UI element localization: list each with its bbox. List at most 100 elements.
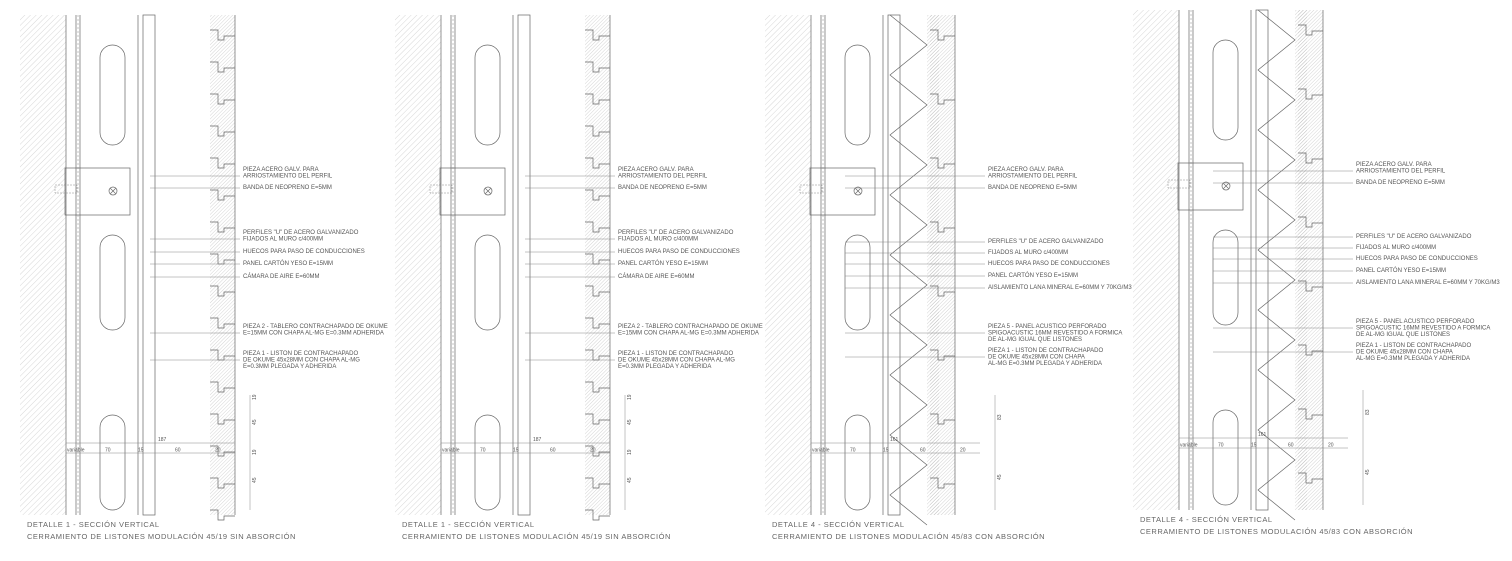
annotation-label: PIEZA 5 - PANEL ACUSTICO PERFORADO: [988, 324, 1107, 330]
bolt-icon: [1221, 181, 1231, 191]
dimension-label: variable: [442, 448, 460, 454]
annotation-label: PIEZA ACERO GALV. PARA: [988, 167, 1064, 173]
slat-notch: [585, 445, 610, 457]
dimension-label: 15: [513, 448, 519, 454]
annotation-label: DE AL-MG IGUAL QUE LISTONES: [1356, 332, 1450, 338]
annotation-label: PIEZA 1 - LISTON DE CONTRACHAPADO: [243, 351, 358, 357]
slat-notch: [1298, 408, 1323, 420]
conduit-hole: [1212, 229, 1239, 326]
slat-notch: [585, 285, 610, 297]
vertical-dimension-label: 45: [252, 419, 258, 425]
detail-subtitle: CERRAMIENTO DE LISTONES MODULACIÓN 45/19…: [27, 532, 296, 541]
slat-notch: [210, 509, 235, 521]
mineral-wool-insulation: [1257, 9, 1296, 521]
detail-title: DETALLE 4 - SECCIÓN VERTICAL: [772, 520, 905, 529]
drawing-layer: [20, 9, 1364, 526]
annotation-label: DE AL-MG IGUAL QUE LISTONES: [988, 337, 1082, 343]
steel-bracket: [1177, 162, 1244, 211]
annotation-label: SPIGOACUSTIC 16MM REVESTIDO A FORMICA: [988, 331, 1122, 337]
conduit-hole: [474, 234, 501, 331]
detail-panel-1: [20, 14, 251, 521]
annotation-label: AL-MG E=0.3MM PLEGADA Y ADHERIDA: [1356, 356, 1470, 362]
slat-notch: [585, 381, 610, 393]
conduit-hole: [844, 234, 871, 331]
detail-title: DETALLE 1 - SECCIÓN VERTICAL: [27, 520, 160, 529]
annotation-label: PIEZA 1 - LISTON DE CONTRACHAPADO: [618, 351, 733, 357]
slat-notch: [1298, 24, 1323, 36]
dimension-label: 20: [1328, 443, 1334, 449]
dimension-label: 15: [1251, 443, 1257, 449]
annotation-label: ARRIOSTAMIENTO DEL PERFIL: [1356, 169, 1446, 175]
detail-subtitle: CERRAMIENTO DE LISTONES MODULACIÓN 45/83…: [1140, 527, 1413, 536]
anchor-bolt: [54, 184, 78, 194]
masonry-wall: [20, 15, 66, 515]
annotation-label: PIEZA ACERO GALV. PARA: [1356, 162, 1432, 168]
dimension-total-label: 187: [158, 437, 167, 443]
dimension-label: 20: [960, 448, 966, 454]
bolt-icon: [853, 186, 863, 196]
annotation-label: HUECOS PARA PASO DE CONDUCCIONES: [618, 249, 740, 255]
conduit-hole: [99, 234, 126, 331]
dimension-label: 70: [480, 448, 486, 454]
slat-notch: [210, 189, 235, 201]
plasterboard-panel: [887, 14, 901, 516]
slat-notch: [210, 477, 235, 489]
slat-column: [1298, 10, 1323, 510]
vertical-dimension-label: 83: [997, 414, 1003, 420]
slat-notch: [585, 189, 610, 201]
conduit-hole: [474, 44, 501, 146]
annotation-label: BANDA DE NEOPRENO E=5MM: [243, 185, 332, 191]
vertical-dimension-label: 45: [627, 477, 633, 483]
mineral-wool-insulation: [889, 14, 928, 526]
annotation-label: E=0.3MM PLEGADA Y ADHERIDA: [243, 364, 336, 370]
vertical-dimension-label: 45: [997, 474, 1003, 480]
conduit-hole: [1212, 409, 1239, 506]
annotation-label: AISLAMIENTO LANA MINERAL E=60MM Y 70KG/M…: [988, 285, 1132, 291]
annotation-label: ARRIOSTAMIENTO DEL PERFIL: [618, 174, 708, 180]
slat-notch: [585, 125, 610, 137]
annotation-label: FIJADOS AL MURO c/400MM: [243, 237, 323, 243]
annotation-label: PERFILES "U" DE ACERO GALVANIZADO: [618, 230, 734, 236]
annotation-label: PERFILES "U" DE ACERO GALVANIZADO: [1356, 234, 1472, 240]
detail-panel-4: [1133, 9, 1364, 521]
annotation-label: DE OKUME 45x28MM CON CHAPA: [988, 355, 1085, 361]
slat-notch: [585, 413, 610, 425]
annotation-label: HUECOS PARA PASO DE CONDUCCIONES: [243, 249, 365, 255]
masonry-wall: [395, 15, 441, 515]
plasterboard-panel: [142, 14, 156, 516]
dimension-label: 15: [883, 448, 889, 454]
slat-notch: [210, 157, 235, 169]
slat-column: [585, 15, 610, 515]
slat-column: [210, 15, 235, 515]
annotation-label: PANEL CARTÓN YESO E=15MM: [1356, 267, 1446, 274]
bolt-icon: [108, 186, 118, 196]
dimension-label: 15: [138, 448, 144, 454]
dimension-label: variable: [812, 448, 830, 454]
annotation-label: DE OKUME 45x28MM CON CHAPA AL-MG: [243, 358, 360, 364]
annotation-label: DE OKUME 45x28MM CON CHAPA AL-MG: [618, 358, 735, 364]
slat-notch: [210, 381, 235, 393]
annotation-label: ARRIOSTAMIENTO DEL PERFIL: [243, 174, 333, 180]
detail-subtitle: CERRAMIENTO DE LISTONES MODULACIÓN 45/83…: [772, 532, 1045, 541]
annotation-label: PANEL CARTÓN YESO E=15MM: [243, 260, 333, 267]
slat-notch: [210, 125, 235, 137]
annotation-label: ARRIOSTAMIENTO DEL PERFIL: [988, 174, 1078, 180]
dimension-total-label: 187: [533, 437, 542, 443]
slat-notch: [1298, 472, 1323, 484]
detail-title: DETALLE 1 - SECCIÓN VERTICAL: [402, 520, 535, 529]
annotation-label: E=0.3MM PLEGADA Y ADHERIDA: [618, 364, 711, 370]
anchor-bolt: [1167, 179, 1191, 189]
plasterboard-panel: [517, 14, 531, 516]
conduit-hole: [1212, 39, 1239, 141]
anchor-bolt: [799, 184, 823, 194]
annotation-label: PANEL CARTÓN YESO E=15MM: [618, 260, 708, 267]
masonry-wall: [1133, 10, 1179, 510]
slat-notch: [210, 221, 235, 233]
conduit-hole: [844, 414, 871, 511]
anchor-bolt: [429, 184, 453, 194]
slat-notch: [210, 317, 235, 329]
detail-panel-2: [395, 14, 626, 521]
